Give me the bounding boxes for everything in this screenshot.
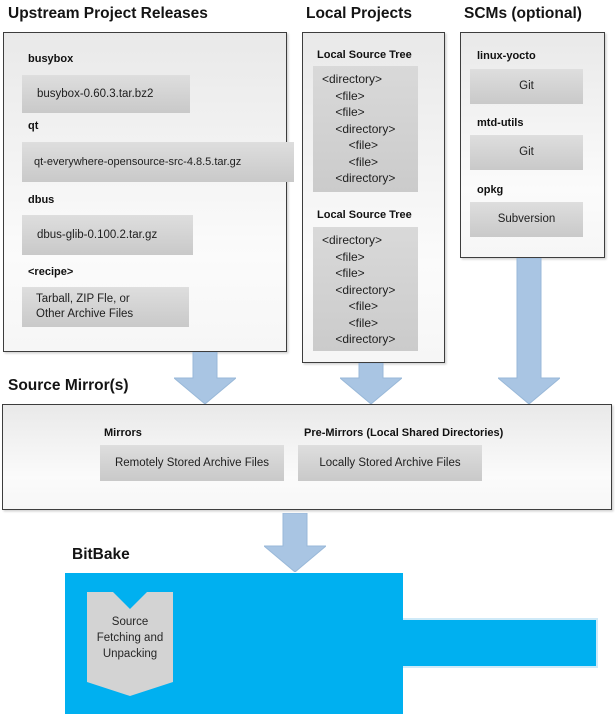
mirrors-label: Mirrors — [104, 427, 142, 439]
tree-line: <directory> — [322, 282, 396, 297]
upstream-file-box: Tarball, ZIP Fle, or Other Archive Files — [22, 287, 189, 327]
source-fetching-ribbon-text: Source Fetching and Unpacking — [87, 614, 173, 662]
tree-line: <directory> — [322, 72, 383, 86]
tree-line: <file> — [322, 249, 365, 264]
tree-line: <directory> — [322, 171, 396, 185]
premirrors-label: Pre-Mirrors (Local Shared Directories) — [304, 427, 504, 439]
tree-line: <file> — [322, 299, 379, 313]
scm-item-label: linux-yocto — [477, 50, 536, 62]
ribbon-line: Source — [111, 616, 149, 628]
source-mirrors-heading: Source Mirror(s) — [8, 377, 129, 394]
premirrors-box: Locally Stored Archive Files — [298, 445, 482, 481]
upstream-item-label: dbus — [28, 194, 55, 206]
down-arrow-local-to-mirrors — [340, 363, 402, 404]
down-arrow-mirrors-to-bitbake — [264, 513, 326, 572]
tree-line: <directory> — [322, 121, 396, 136]
bitbake-output-bar — [403, 618, 598, 668]
scm-type-box: Git — [470, 69, 583, 104]
upstream-item-label: <recipe> — [28, 266, 74, 278]
down-arrow-scms-to-mirrors — [498, 258, 560, 404]
tree-line: <file> — [322, 154, 379, 169]
upstream-file-box: busybox-0.60.3.tar.bz2 — [22, 75, 190, 113]
local-source-tree-box: <directory> <file> <file> <directory> <f… — [313, 66, 418, 192]
scm-type-box: Subversion — [470, 202, 583, 237]
source-fetching-ribbon — [87, 592, 173, 696]
scm-item-label: mtd-utils — [477, 117, 524, 129]
upstream-item-label: qt — [28, 120, 39, 132]
down-arrow-upstream-to-mirrors — [174, 352, 236, 404]
tree-line: <directory> — [322, 332, 396, 346]
tree-line: <file> — [322, 138, 379, 152]
ribbon-line: Unpacking — [102, 648, 158, 660]
local-source-tree-label: Local Source Tree — [317, 49, 412, 61]
ribbon-line: Fetching and — [96, 632, 164, 644]
tree-line: <file> — [322, 105, 365, 119]
local-projects-heading: Local Projects — [306, 5, 412, 22]
tree-line: <file> — [322, 315, 379, 330]
tree-line: <directory> — [322, 233, 383, 247]
scm-type-box: Git — [470, 135, 583, 170]
scm-item-label: opkg — [477, 184, 504, 196]
upstream-heading: Upstream Project Releases — [8, 5, 208, 22]
tree-line: <file> — [322, 88, 365, 103]
bitbake-heading: BitBake — [72, 546, 130, 563]
upstream-file-box: qt-everywhere-opensource-src-4.8.5.tar.g… — [22, 142, 294, 182]
local-source-tree-box: <directory> <file> <file> <directory> <f… — [313, 227, 418, 351]
local-source-tree-label: Local Source Tree — [317, 209, 412, 221]
scms-heading: SCMs (optional) — [464, 5, 582, 22]
tree-line: <file> — [322, 266, 365, 280]
mirrors-box: Remotely Stored Archive Files — [100, 445, 284, 481]
upstream-item-label: busybox — [28, 53, 74, 65]
upstream-file-box: dbus-glib-0.100.2.tar.gz — [22, 215, 193, 255]
